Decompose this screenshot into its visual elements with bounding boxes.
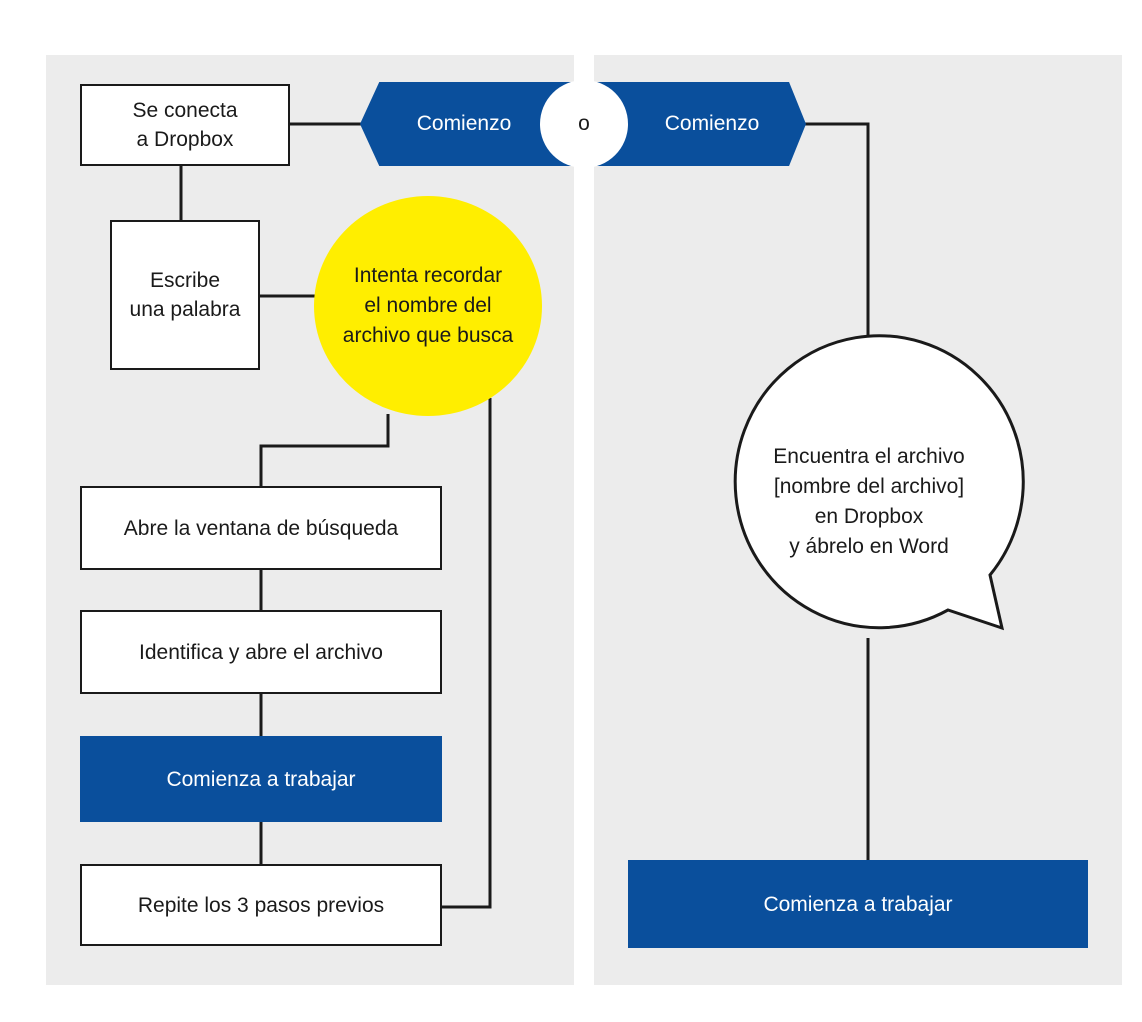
connect-dropbox-box: Se conecta a Dropbox <box>80 84 290 166</box>
identify-file-label: Identifica y abre el archivo <box>139 640 383 664</box>
start-work-left-box: Comienza a trabajar <box>80 736 442 822</box>
start-left-hexagon: Comienzo <box>360 82 574 166</box>
find-file-label: Encuentra el archivo [nombre del archivo… <box>773 445 965 558</box>
bubble-text: Encuentra el archivo [nombre del archivo… <box>726 434 1012 570</box>
or-circle: o <box>540 80 628 168</box>
open-search-box: Abre la ventana de búsqueda <box>80 486 442 570</box>
type-word-label: Escribe una palabra <box>129 269 241 321</box>
start-work-right-box: Comienza a trabajar <box>628 860 1088 948</box>
start-work-right-label: Comienza a trabajar <box>763 892 953 916</box>
connector-start-to-bubble <box>804 122 870 350</box>
speech-bubble <box>733 334 1025 631</box>
recall-filename-label: Intenta recordar el nombre del archivo q… <box>342 264 514 347</box>
start-work-left-label: Comienza a trabajar <box>166 767 356 791</box>
connector-recall-to-search <box>259 414 390 488</box>
type-word-box: Escribe una palabra <box>110 220 260 370</box>
start-left-label: Comienzo <box>416 112 512 135</box>
connector-recall-to-repeat <box>442 398 492 909</box>
or-label: o <box>578 112 590 135</box>
start-right-label: Comienzo <box>664 112 760 135</box>
recall-filename-circle: Intenta recordar el nombre del archivo q… <box>314 196 542 416</box>
connect-dropbox-label: Se conecta a Dropbox <box>132 99 238 151</box>
start-right-hexagon: Comienzo <box>594 82 806 166</box>
repeat-steps-label: Repite los 3 pasos previos <box>137 893 385 917</box>
repeat-steps-box: Repite los 3 pasos previos <box>80 864 442 946</box>
open-search-label: Abre la ventana de búsqueda <box>123 516 399 540</box>
identify-file-box: Identifica y abre el archivo <box>80 610 442 694</box>
